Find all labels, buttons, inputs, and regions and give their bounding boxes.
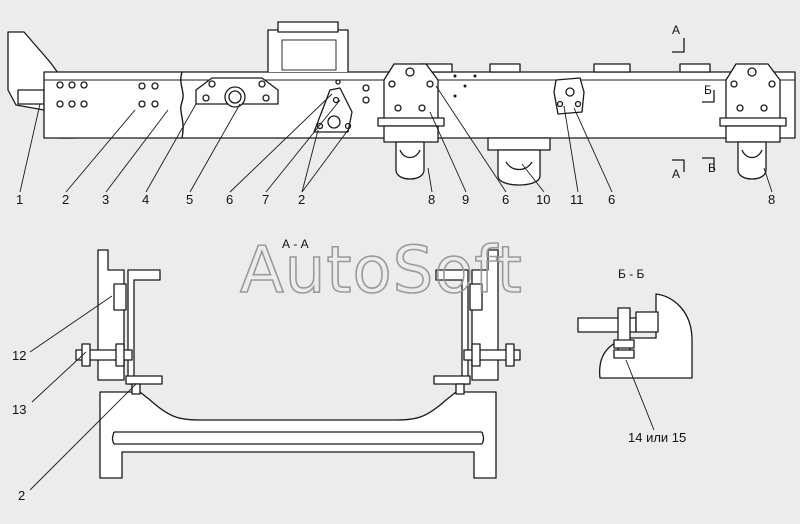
bb-leader xyxy=(625,359,655,431)
rail-pad xyxy=(489,63,521,73)
rivet-dot xyxy=(453,94,457,98)
callout-13: 13 xyxy=(12,402,26,417)
cross-member xyxy=(99,391,497,479)
callout-2: 2 xyxy=(62,192,69,207)
left-bolt-stem xyxy=(131,383,141,395)
frame-rail xyxy=(43,71,184,139)
callout-11: 11 xyxy=(570,192,584,207)
bb-spacer xyxy=(635,311,659,333)
right-bolt-head xyxy=(505,343,515,367)
section-b-bottom-label: Б xyxy=(708,161,716,175)
callout-10: 10 xyxy=(536,192,550,207)
callout-4: 4 xyxy=(142,192,149,207)
callout-6: 6 xyxy=(226,192,233,207)
suspension-hanger-rear xyxy=(719,63,787,180)
leader-lines-top xyxy=(19,85,773,193)
section-a-bottom-label: A xyxy=(672,167,680,181)
section-aa-view xyxy=(29,249,521,491)
rivet-dot xyxy=(453,74,457,78)
section-marker-bb xyxy=(702,90,715,170)
bb-nut xyxy=(613,339,635,349)
rivet-dot xyxy=(473,74,477,78)
callout-2b: 2 xyxy=(298,192,305,207)
left-bolt-head xyxy=(115,343,125,367)
callout-12: 12 xyxy=(12,348,26,363)
view-bb-title: Б - Б xyxy=(618,267,645,281)
left-flange-plate xyxy=(75,349,133,361)
section-a-top-label: A xyxy=(672,23,680,37)
section-marker-aa xyxy=(672,38,685,172)
side-member-view xyxy=(7,21,796,186)
bracket-11 xyxy=(553,77,585,115)
callout-8b: 8 xyxy=(768,192,775,207)
cab-mount-plate xyxy=(281,39,337,71)
section-bb-view xyxy=(577,293,693,431)
rivet-dot xyxy=(463,84,467,88)
rib-end xyxy=(481,431,485,445)
left-bolt-head xyxy=(81,343,91,367)
rib-end xyxy=(111,431,115,445)
hole-pattern-front xyxy=(56,81,159,108)
callout-2c: 2 xyxy=(18,488,25,503)
section-b-top-label: Б xyxy=(704,83,712,97)
callout-5: 5 xyxy=(186,192,193,207)
watermark-text: AutoSoft xyxy=(240,234,523,308)
left-gusset xyxy=(125,375,163,385)
callout-14-15: 14 или 15 xyxy=(628,430,686,445)
right-bolt-stem xyxy=(455,383,465,395)
rail-hole xyxy=(362,96,370,104)
right-bolt xyxy=(469,283,483,311)
view-aa-title: А - А xyxy=(282,237,309,251)
right-gusset xyxy=(433,375,471,385)
cab-mount-cap xyxy=(277,21,339,33)
callout-3: 3 xyxy=(102,192,109,207)
suspension-hanger-front xyxy=(377,63,445,180)
bracket-tab xyxy=(17,89,45,105)
bracket-10 xyxy=(487,137,551,186)
rail-pad xyxy=(679,63,711,73)
bb-washer xyxy=(613,349,635,359)
callout-6b: 6 xyxy=(502,192,509,207)
spring-bracket-5 xyxy=(195,77,279,108)
callout-1: 1 xyxy=(16,192,23,207)
left-bolt xyxy=(113,283,127,311)
bb-bolt xyxy=(617,307,631,357)
callout-8: 8 xyxy=(428,192,435,207)
right-bolt-head xyxy=(471,343,481,367)
callout-7: 7 xyxy=(262,192,269,207)
callout-9: 9 xyxy=(462,192,469,207)
bb-bracket-body xyxy=(598,293,693,379)
rail-pad xyxy=(593,63,631,73)
rail-hole xyxy=(362,84,370,92)
right-flange-plate xyxy=(463,349,521,361)
callout-6c: 6 xyxy=(608,192,615,207)
frame-rail-rear xyxy=(180,71,796,139)
left-channel xyxy=(127,269,161,385)
